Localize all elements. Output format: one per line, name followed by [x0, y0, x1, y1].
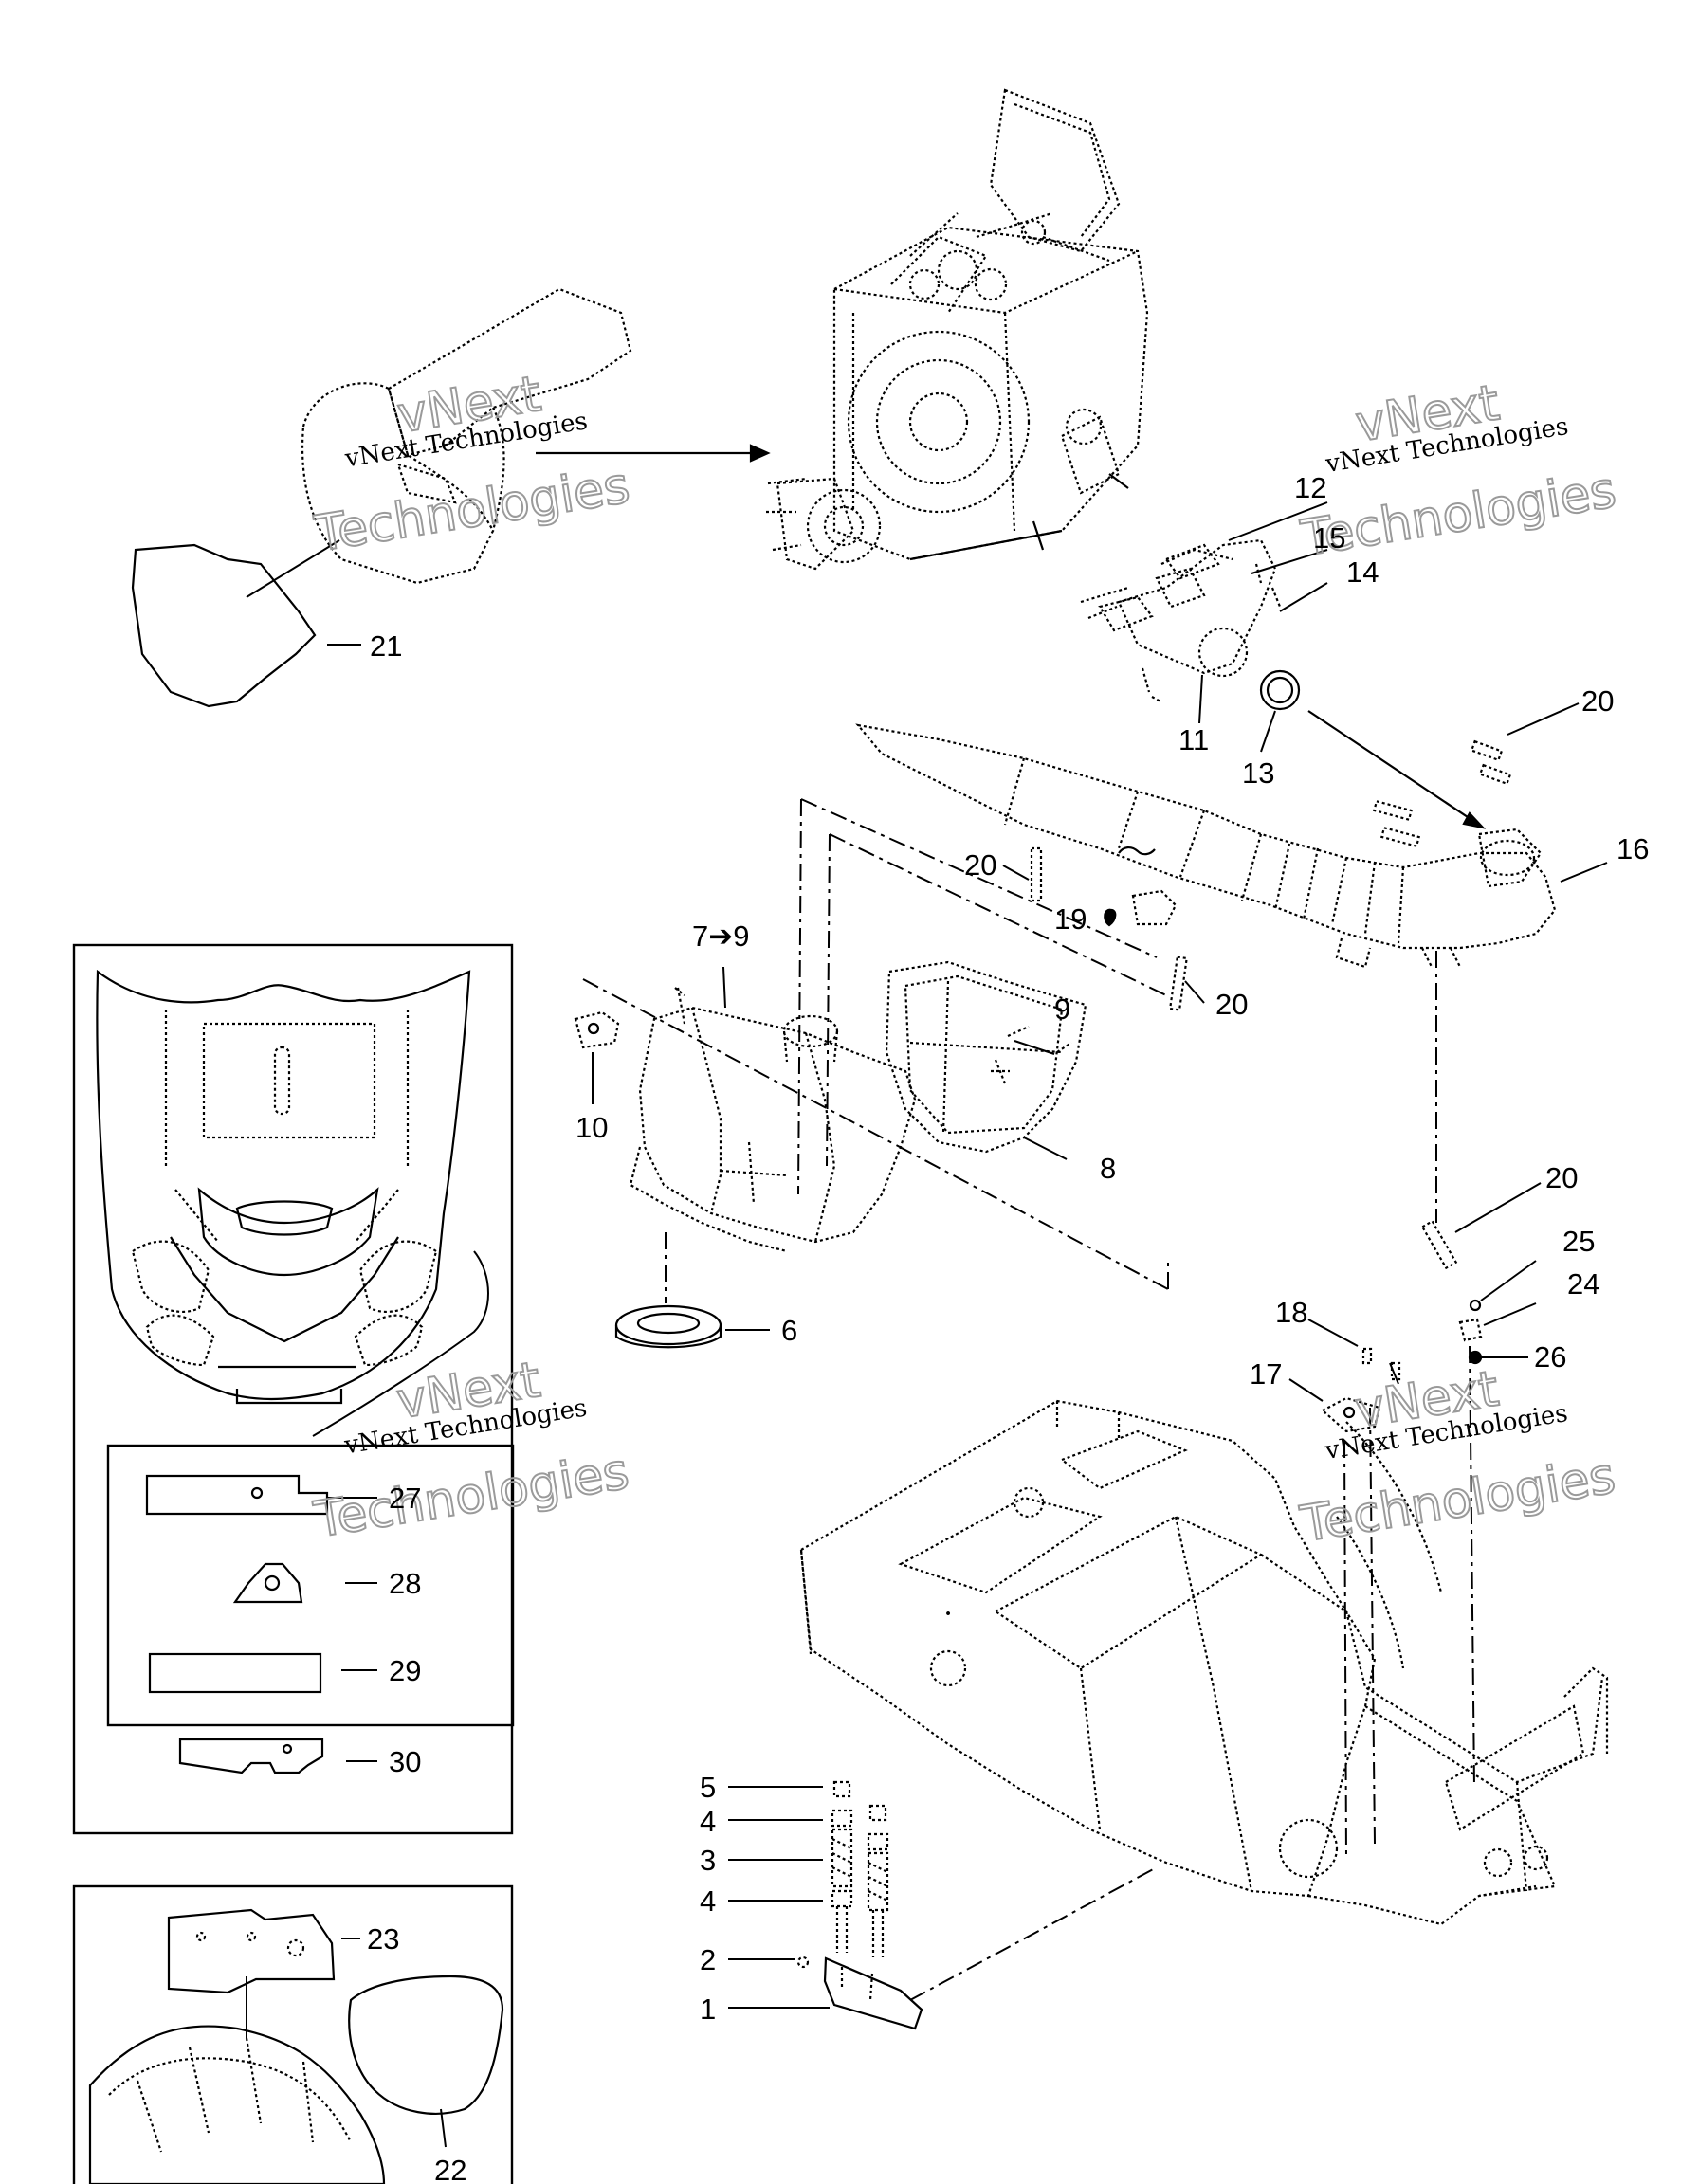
- callout-30: 30: [389, 1745, 421, 1778]
- callout-27: 27: [389, 1482, 421, 1515]
- watermark-4: vNext vNext Technologies Technologies: [1295, 1359, 1619, 1555]
- callout-4a: 4: [700, 1805, 716, 1838]
- callout-9: 9: [1054, 992, 1070, 1026]
- callout-12: 12: [1294, 471, 1326, 504]
- part-19-bracket: [1104, 889, 1178, 927]
- callout-25: 25: [1562, 1225, 1595, 1258]
- callout-17: 17: [1250, 1357, 1282, 1391]
- callout-8: 8: [1100, 1152, 1116, 1185]
- svg-text:Technologies: Technologies: [311, 457, 633, 563]
- engine-mount-stack: [728, 1780, 923, 2030]
- callout-6: 6: [781, 1314, 797, 1347]
- callout-3: 3: [700, 1844, 716, 1877]
- callout-20a: 20: [1581, 684, 1614, 718]
- callout-26: 26: [1534, 1340, 1566, 1374]
- chassis-frame: [799, 1345, 1609, 2001]
- hardware-17-18-24-25-26: [1288, 1260, 1537, 1433]
- callout-28: 28: [389, 1567, 421, 1600]
- callout-20c: 20: [1215, 988, 1248, 1021]
- callout-labels: 1 2 3 4 4 5 6 7➔9 8 9 10 11 12 13 14 15 …: [367, 471, 1649, 2184]
- callout-18: 18: [1275, 1296, 1307, 1329]
- callout-20d: 20: [1545, 1161, 1578, 1194]
- callout-10: 10: [575, 1111, 608, 1144]
- callout-16: 16: [1617, 832, 1649, 865]
- callout-15: 15: [1313, 521, 1345, 555]
- hood-inset-box: [72, 943, 515, 1835]
- callout-23: 23: [367, 1922, 399, 1956]
- callout-22: 22: [434, 2154, 466, 2184]
- callout-7-9: 7➔9: [692, 919, 749, 953]
- air-intake-silencer: [131, 287, 771, 708]
- belly-pan-inset-box: [72, 1884, 514, 2184]
- callout-14: 14: [1346, 555, 1379, 589]
- callout-20b: 20: [964, 848, 996, 882]
- callout-11: 11: [1178, 723, 1209, 756]
- tuned-pipe: [855, 723, 1608, 969]
- exhaust-y-pipe: [1080, 501, 1487, 829]
- springs: [1002, 702, 1580, 1270]
- callout-24: 24: [1567, 1267, 1599, 1301]
- callout-5: 5: [700, 1771, 716, 1804]
- callout-19: 19: [1054, 902, 1087, 936]
- callout-29: 29: [389, 1654, 421, 1687]
- svg-text:Technologies: Technologies: [310, 1444, 632, 1550]
- callout-13: 13: [1242, 756, 1274, 790]
- muffler-box: [574, 798, 1169, 1349]
- callout-4b: 4: [700, 1884, 716, 1918]
- engine-assembly: [766, 88, 1149, 571]
- callout-2: 2: [700, 1943, 716, 1976]
- callout-1: 1: [700, 1993, 716, 2026]
- callout-21: 21: [370, 629, 402, 663]
- svg-text:Technologies: Technologies: [1296, 1447, 1618, 1554]
- watermark-1: vNext vNext Technologies Technologies: [310, 365, 634, 564]
